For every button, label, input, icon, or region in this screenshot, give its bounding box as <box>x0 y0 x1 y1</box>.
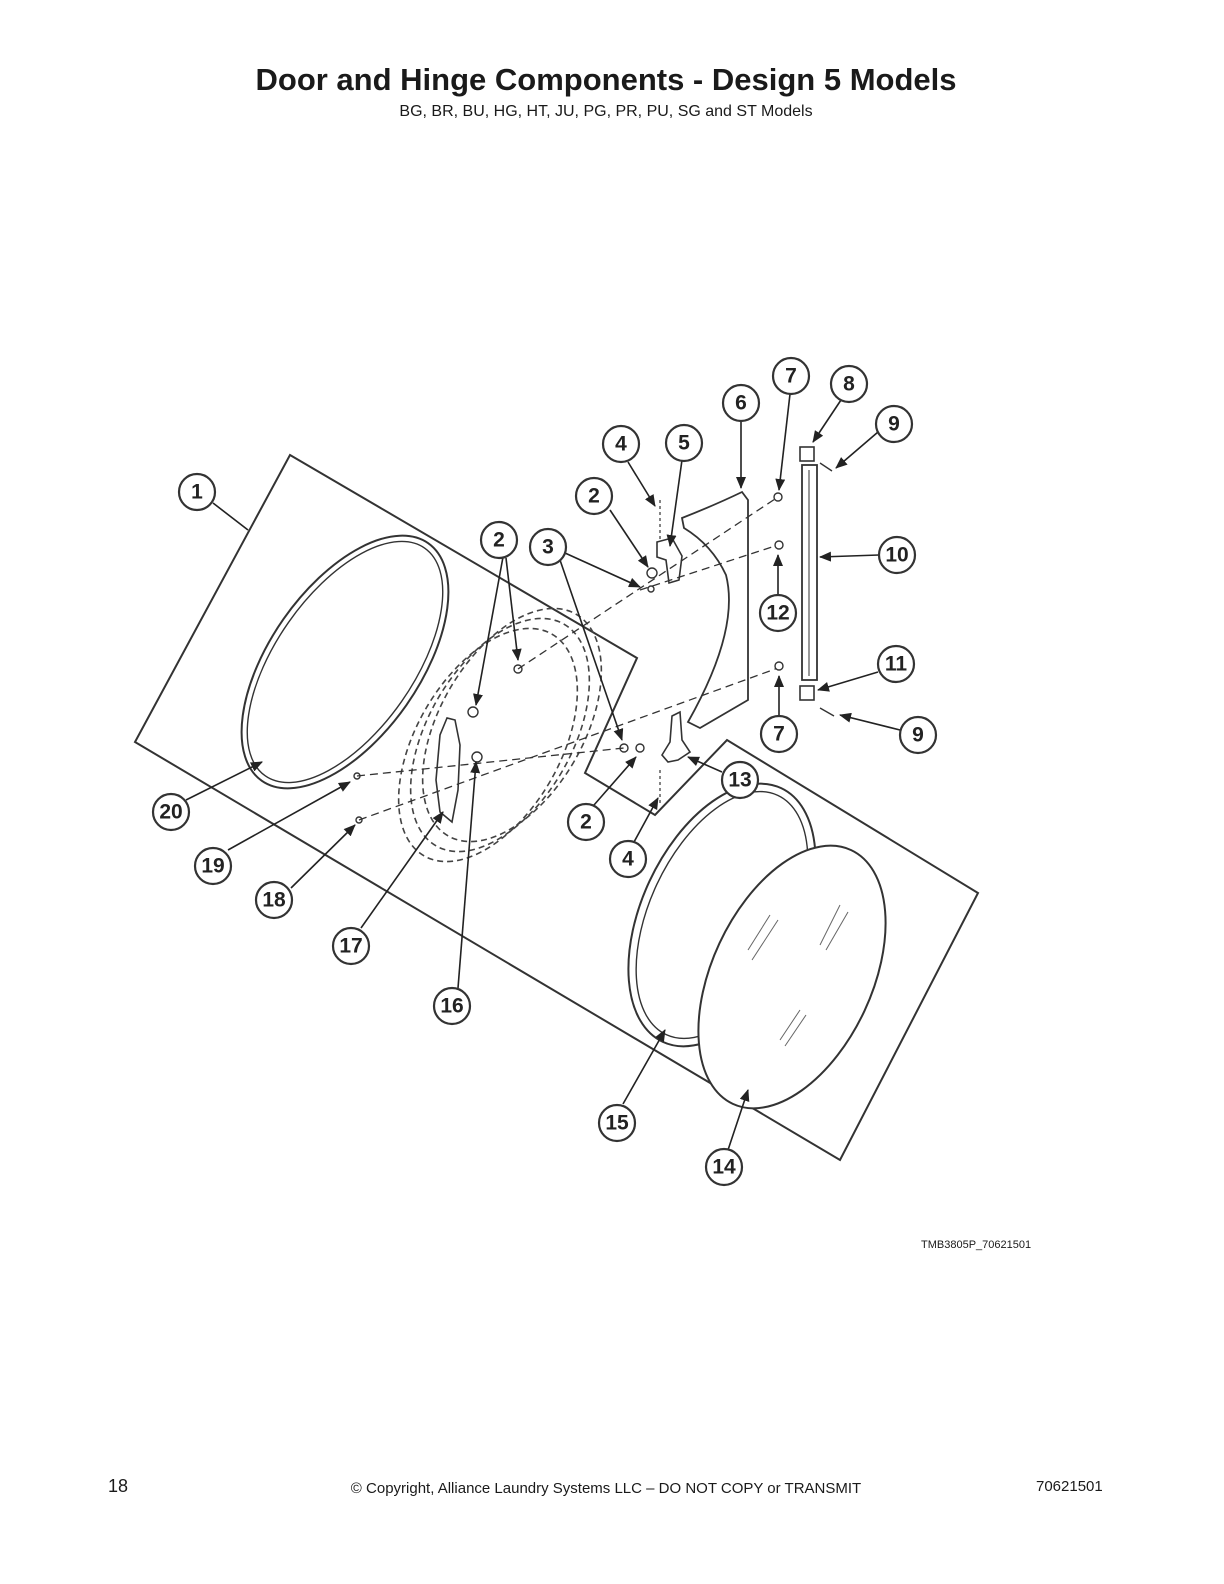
callout-label: 12 <box>766 602 789 625</box>
callout-13: 13 <box>720 760 760 800</box>
callout-label: 5 <box>678 432 690 455</box>
callout-11: 11 <box>876 644 916 684</box>
callout-label: 20 <box>159 801 182 824</box>
callout-2: 2 <box>566 802 606 842</box>
callout-label: 11 <box>885 653 908 676</box>
page-number: 18 <box>108 1476 129 1496</box>
callout-label: 2 <box>493 529 505 552</box>
callout-7: 7 <box>759 714 799 754</box>
callout-label: 3 <box>542 536 554 559</box>
callout-14: 14 <box>704 1147 744 1187</box>
callout-label: 7 <box>785 365 797 388</box>
callout-label: 13 <box>728 769 751 792</box>
callout-label: 16 <box>440 995 463 1018</box>
callout-1: 1 <box>177 472 217 512</box>
door-handle <box>435 717 461 824</box>
callout-label: 9 <box>888 413 900 436</box>
hinge-plate <box>680 490 749 730</box>
callout-2: 2 <box>574 476 614 516</box>
glass-reflection <box>747 904 849 1047</box>
lower-hinge-bracket <box>661 710 692 763</box>
callout-17: 17 <box>331 926 371 966</box>
strike-bar-top-cap <box>799 446 815 462</box>
callout-label: 15 <box>605 1112 629 1135</box>
callout-label: 18 <box>262 889 286 912</box>
callout-label: 4 <box>622 848 634 871</box>
door-gasket <box>240 534 450 790</box>
document-number: 70621501 <box>1036 1478 1103 1495</box>
callout-8: 8 <box>829 364 869 404</box>
callout-label: 2 <box>580 811 592 834</box>
callout-7: 7 <box>771 356 811 396</box>
callout-label: 17 <box>339 935 362 958</box>
inner-door-ring <box>397 607 603 863</box>
callout-2: 2 <box>479 520 519 560</box>
callout-label: 1 <box>191 481 203 504</box>
callout-10: 10 <box>877 535 917 575</box>
callout-18: 18 <box>254 880 294 920</box>
callout-16: 16 <box>432 986 472 1026</box>
callout-12: 12 <box>758 593 798 633</box>
callout-label: 19 <box>201 855 224 878</box>
page-subtitle: BG, BR, BU, HG, HT, JU, PG, PR, PU, SG a… <box>399 103 813 120</box>
door-glass <box>697 844 887 1110</box>
alignment-lines <box>356 498 779 821</box>
callout-15: 15 <box>597 1103 637 1143</box>
callout-4: 4 <box>608 839 648 879</box>
callout-5: 5 <box>664 423 704 463</box>
callout-9: 9 <box>874 404 914 444</box>
callout-label: 10 <box>885 544 908 567</box>
callout-label: 7 <box>773 723 785 746</box>
callout-4: 4 <box>601 424 641 464</box>
callout-label: 9 <box>912 724 924 747</box>
callout-6: 6 <box>721 383 761 423</box>
callout-label: 2 <box>588 485 600 508</box>
door-assembly-outline <box>133 453 980 1162</box>
copyright-notice: © Copyright, Alliance Laundry Systems LL… <box>350 1480 862 1497</box>
page-title: Door and Hinge Components - Design 5 Mod… <box>255 62 957 97</box>
leader-lines <box>185 393 901 1151</box>
callout-9: 9 <box>898 715 938 755</box>
callout-20: 20 <box>151 792 191 832</box>
callout-3: 3 <box>528 527 568 567</box>
hinge-screws <box>773 492 784 671</box>
callout-label: 8 <box>843 373 855 396</box>
callout-19: 19 <box>193 846 233 886</box>
callout-label: 4 <box>615 433 627 456</box>
drawing-id: TMB3805P_70621501 <box>921 1239 1032 1251</box>
callout-label: 6 <box>735 392 747 415</box>
strike-bar-bottom-cap <box>799 685 815 701</box>
callout-label: 14 <box>712 1156 736 1179</box>
